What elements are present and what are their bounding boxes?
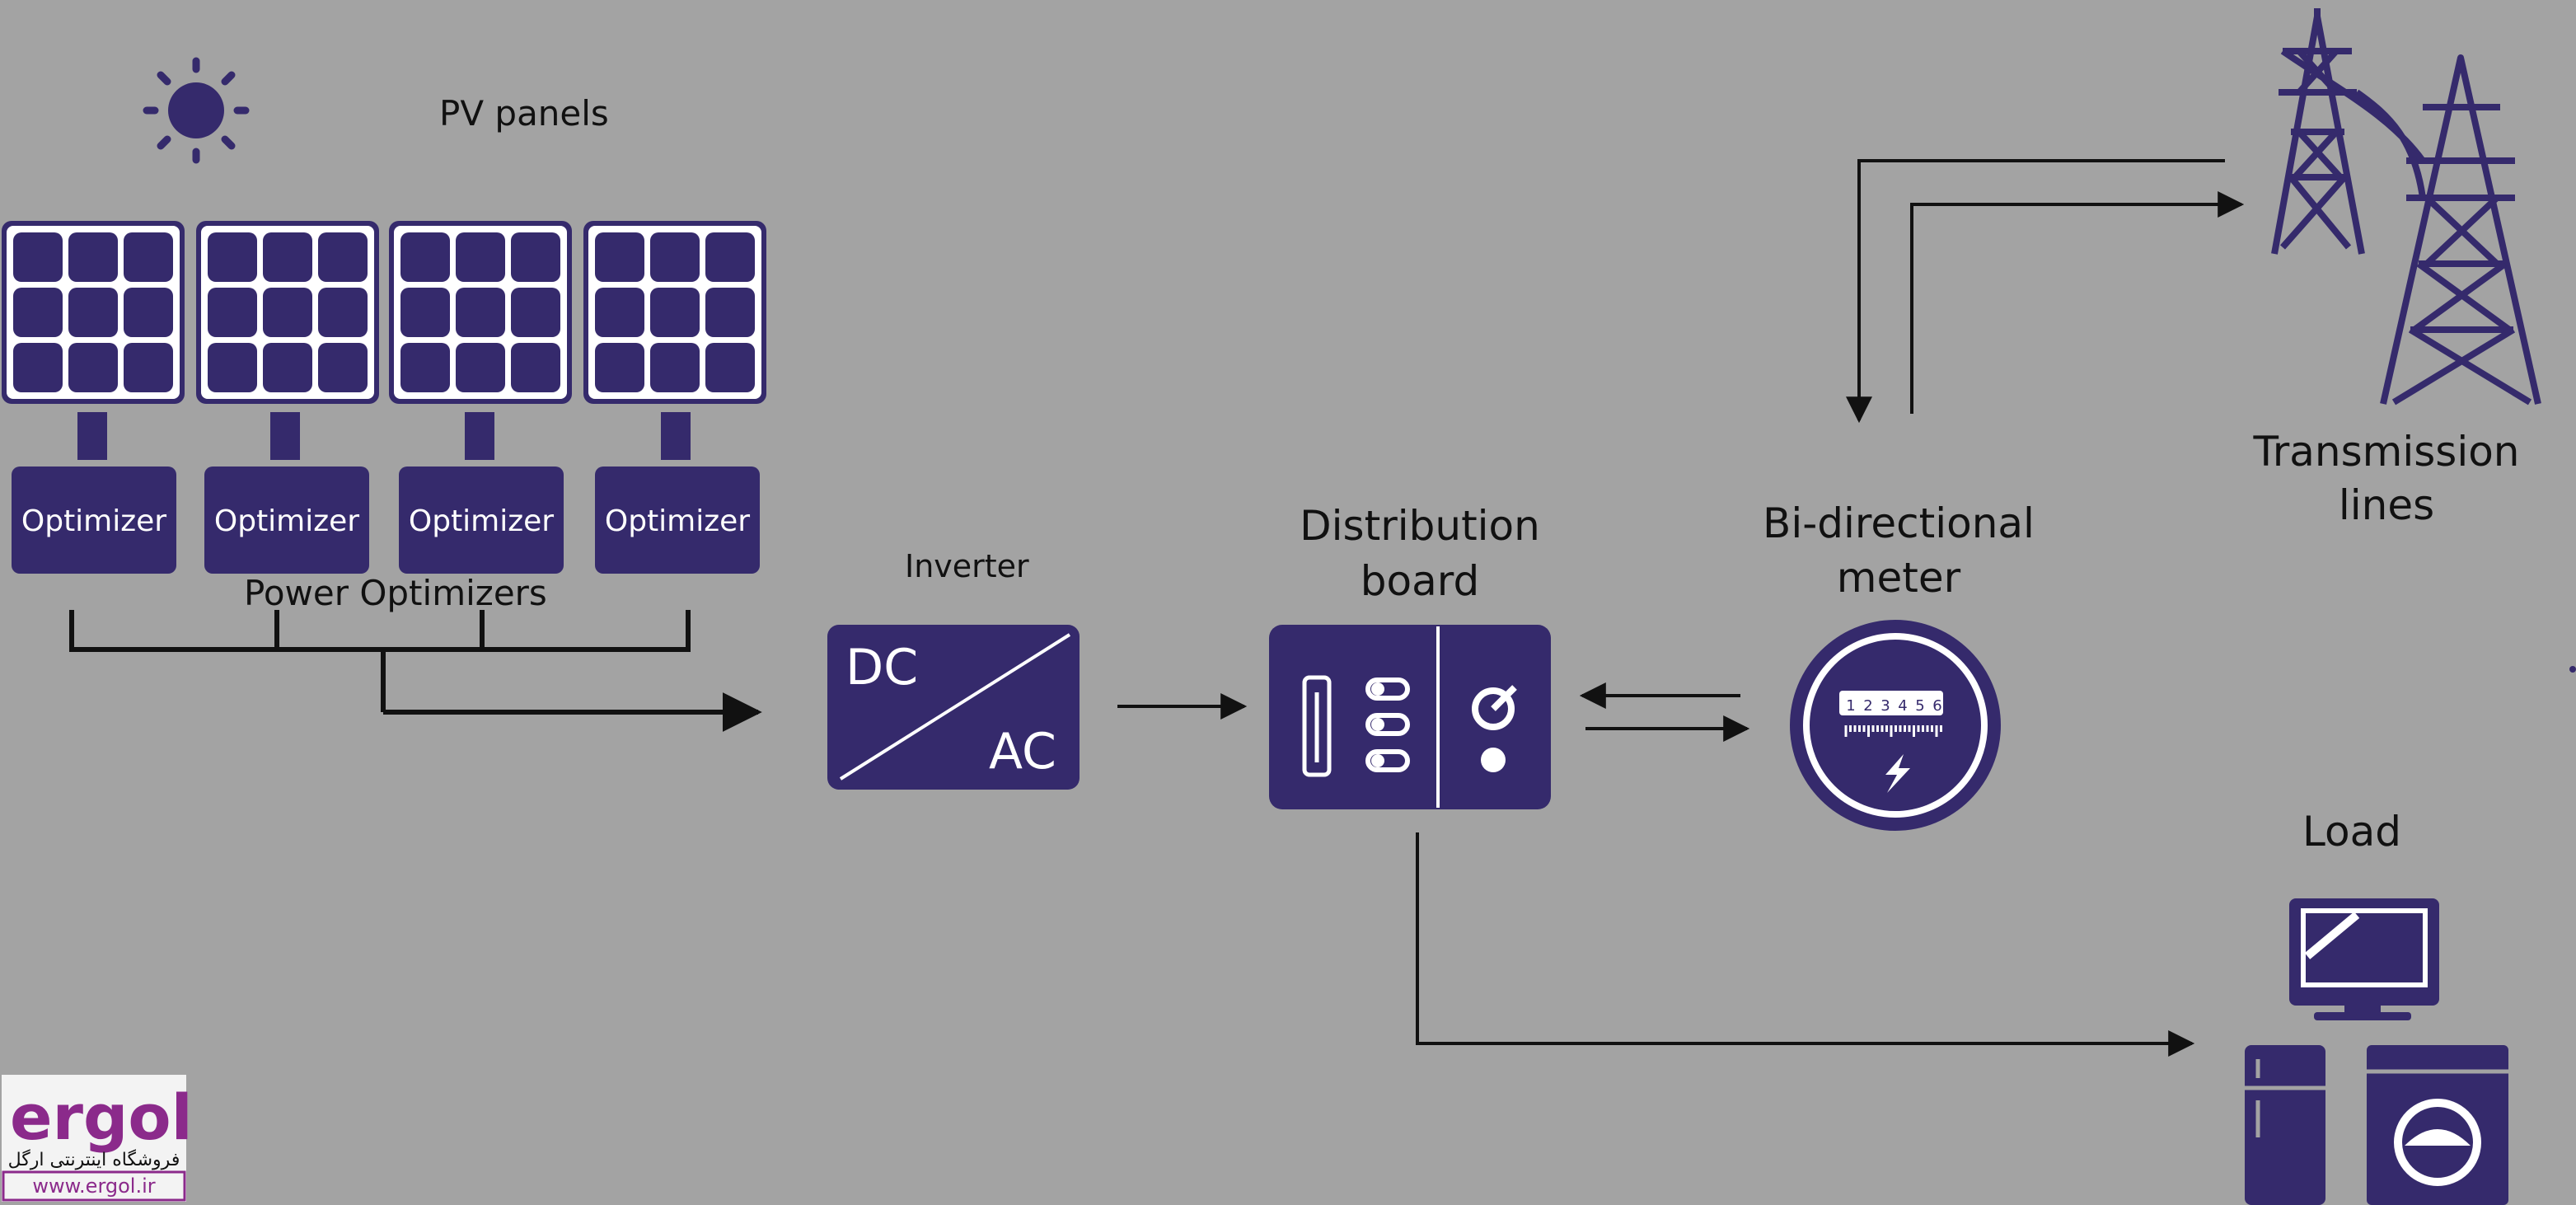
indicator-light [1481, 748, 1506, 772]
ergol-logo: ergol فروشگاه اینترنتی ارگل www.ergol.ir [2, 1075, 193, 1202]
tv-icon [2289, 898, 2439, 1020]
meter-digit: 5 [1915, 697, 1924, 715]
optimizer-label: Optimizer [605, 504, 750, 538]
distribution-board [1269, 625, 1551, 809]
thermometer-icon [1302, 675, 1332, 777]
load-label: Load [2302, 808, 2401, 856]
inverter-label: Inverter [905, 548, 1029, 584]
dc-label: DC [845, 639, 918, 696]
logo-url: www.ergol.ir [32, 1175, 155, 1198]
transmission-label-1: Transmission [2253, 428, 2520, 476]
board-to-load-arrow [1416, 832, 2195, 1057]
optimizer-box [204, 467, 369, 574]
pv-panel-unit: Optimizer [389, 221, 572, 574]
grid-to-meter-arrow [1846, 159, 2225, 424]
breaker-toggles [1365, 678, 1410, 772]
logo-brand: ergol [10, 1081, 193, 1154]
optimizer-box [595, 467, 760, 574]
meter-to-grid-arrow [1910, 191, 2245, 414]
distribution-board-label-2: board [1361, 557, 1479, 605]
optimizer-label: Optimizer [409, 504, 554, 538]
meter-digit: 3 [1880, 697, 1890, 715]
sun-icon [143, 57, 250, 164]
ac-label: AC [989, 723, 1056, 781]
optimizer-label: Optimizer [214, 504, 359, 538]
inverter-box: DC AC [827, 625, 1080, 790]
lightning-icon [1885, 754, 1910, 793]
dial-knob-icon [1472, 685, 1517, 730]
logo-tagline: فروشگاه اینترنتی ارگل [8, 1149, 180, 1170]
refrigerator-icon [2245, 1045, 2325, 1205]
optimizer-label: Optimizer [21, 504, 166, 538]
meter-label-2: meter [1837, 554, 1961, 602]
pv-panel-unit: Optimizer [2, 221, 185, 574]
transmission-label-2: lines [2339, 481, 2434, 529]
distribution-board-label-1: Distribution [1300, 502, 1540, 550]
optimizer-box [399, 467, 564, 574]
pv-panel-unit: Optimizer [196, 221, 379, 574]
optimizer-box [12, 467, 176, 574]
meter-label-1: Bi-directional [1763, 499, 2035, 547]
pv-panel-array: Optimizer Optimizer Optimizer Optimizer [2, 221, 766, 574]
combiner-wiring [69, 610, 762, 732]
pv-panels-label: PV panels [439, 93, 609, 134]
transmission-tower-icon [2271, 8, 2541, 406]
power-optimizers-label: Power Optimizers [244, 573, 547, 613]
washing-machine-icon [2367, 1045, 2508, 1205]
meter-digit: 2 [1863, 697, 1872, 715]
meter-digit: 1 [1846, 697, 1855, 715]
meter-digit: 4 [1898, 697, 1907, 715]
pv-panel-unit: Optimizer [583, 221, 766, 574]
meter-digit: 6 [1932, 697, 1941, 715]
edge-dot [2569, 666, 2576, 673]
toggle-dots [1371, 682, 1384, 767]
